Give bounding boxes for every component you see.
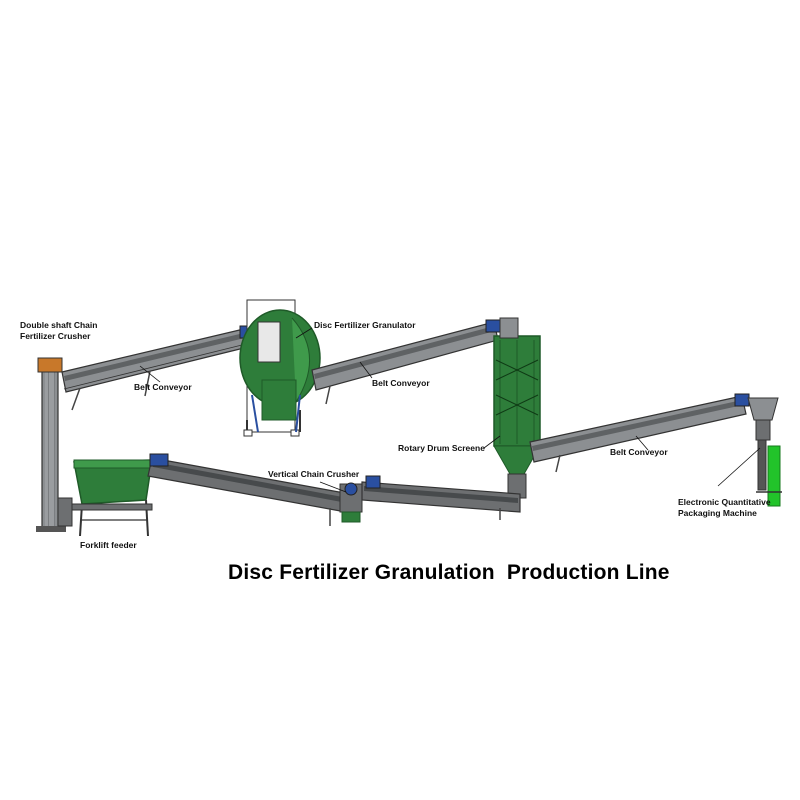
label-double-shaft-crusher: Double shaft Chain Fertilizer Crusher bbox=[20, 320, 98, 341]
forklift-feeder bbox=[71, 459, 155, 537]
belt-conveyor-5 bbox=[361, 475, 521, 520]
belt-conveyor-2 bbox=[311, 319, 501, 405]
label-vertical-chain-crusher: Vertical Chain Crusher bbox=[268, 469, 360, 479]
label-belt-conveyor-3: Belt Conveyor bbox=[610, 447, 668, 457]
label-belt-conveyor-1: Belt Conveyor bbox=[134, 382, 192, 392]
leader-lines bbox=[139, 327, 761, 493]
vertical-chain-crusher bbox=[339, 482, 363, 523]
label-rotary-drum-screen: Rotary Drum Screene bbox=[398, 443, 485, 453]
rotary-drum-screen bbox=[493, 317, 541, 499]
label-forklift-feeder: Forklift feeder bbox=[80, 540, 137, 550]
label-packaging-machine: Electronic Quantitative Packaging Machin… bbox=[678, 497, 771, 518]
label-disc-granulator: Disc Fertilizer Granulator bbox=[314, 320, 416, 330]
belt-conveyor-3 bbox=[529, 393, 750, 473]
diagram-title: Disc Fertilizer Granulation Production L… bbox=[228, 561, 670, 584]
packaging-machine bbox=[747, 397, 782, 507]
belt-conveyor-4 bbox=[147, 453, 351, 526]
double-shaft-crusher bbox=[36, 357, 73, 532]
label-belt-conveyor-2: Belt Conveyor bbox=[372, 378, 430, 388]
disc-granulator bbox=[239, 299, 321, 437]
